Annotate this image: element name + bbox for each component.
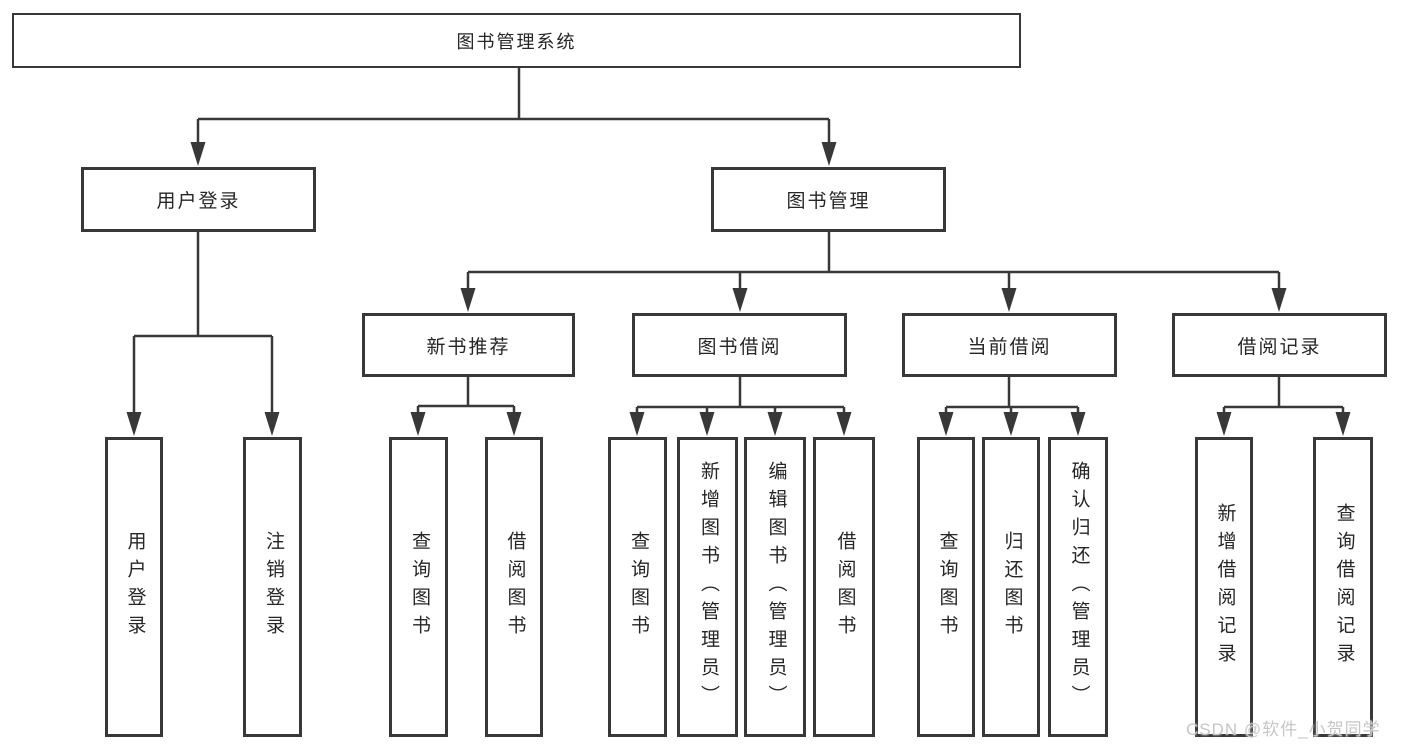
leaf-query-borrow-record: 查询借阅记录 (1313, 437, 1373, 737)
leaf-query-books-borrowing: 查询图书 (608, 437, 667, 737)
node-current-borrowing: 当前借阅 (902, 313, 1117, 377)
csdn-watermark: CSDN @软件_小贺同学 (1186, 720, 1381, 739)
node-book-borrowing: 图书借阅 (632, 313, 847, 377)
node-library-management-system: 图书管理系统 (12, 13, 1021, 68)
node-user-login: 用户登录 (81, 167, 316, 232)
node-book-management: 图书管理 (711, 167, 946, 232)
tree-lines (132, 68, 1345, 416)
leaf-add-borrow-record: 新增借阅记录 (1195, 437, 1253, 737)
leaf-borrow-books: 借阅图书 (813, 437, 875, 737)
leaf-confirm-return-admin: 确认归还（管理员） (1048, 437, 1108, 737)
leaf-borrow-books-recommend: 借阅图书 (485, 437, 543, 737)
leaf-query-books-recommend: 查询图书 (389, 437, 448, 737)
arrowheads (126, 142, 1351, 436)
node-new-book-recommend: 新书推荐 (362, 313, 575, 377)
leaf-add-book-admin: 新增图书（管理员） (677, 437, 738, 737)
leaf-edit-book-admin: 编辑图书（管理员） (744, 437, 806, 737)
leaf-logout: 注销登录 (243, 437, 302, 737)
leaf-query-books-current: 查询图书 (917, 437, 975, 737)
leaf-return-book: 归还图书 (982, 437, 1040, 737)
node-borrowing-records: 借阅记录 (1172, 313, 1387, 377)
leaf-user-login: 用户登录 (105, 437, 163, 737)
